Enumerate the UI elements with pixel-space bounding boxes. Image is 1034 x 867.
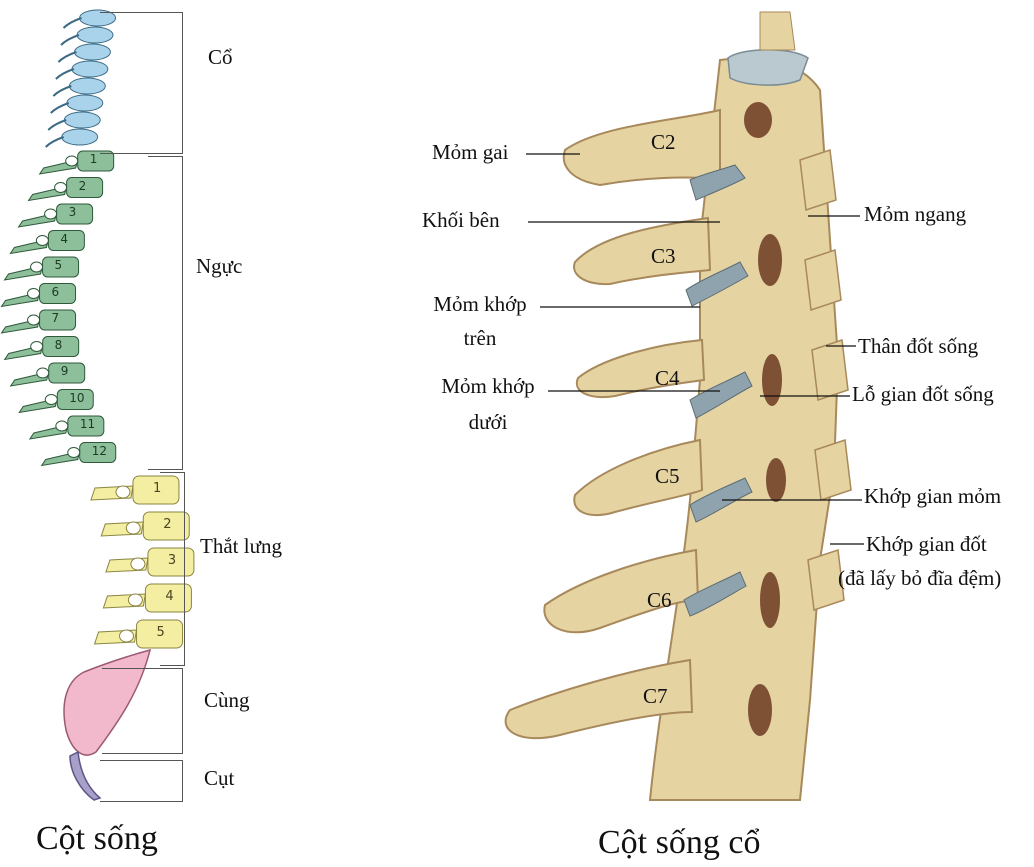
- thoracic-foramen: [56, 421, 68, 431]
- region-label-coccyx: Cụt: [204, 768, 234, 789]
- lumbar-foramen: [116, 486, 130, 498]
- bracket-sacrum: [102, 668, 183, 754]
- thoracic-number: 9: [61, 365, 69, 377]
- vertebra-label-c4: C4: [655, 368, 680, 389]
- thoracic-foramen: [28, 315, 40, 325]
- region-label-sacrum: Cùng: [204, 690, 250, 711]
- cervical-vertebra: [64, 112, 100, 128]
- thoracic-number: 4: [60, 233, 68, 245]
- transverse-process-2: [805, 250, 841, 310]
- thoracic-number: 10: [69, 392, 84, 404]
- thoracic-number: 5: [55, 259, 63, 271]
- label-facet-joint: Khớp gian mỏm: [864, 486, 1001, 507]
- label-superior-articular-2: trên: [464, 328, 497, 349]
- vertebra-label-c7: C7: [643, 686, 668, 707]
- transverse-process-1: [800, 150, 836, 210]
- transverse-process-4: [815, 440, 851, 500]
- cervical-spinous-process: [64, 18, 82, 28]
- label-lateral-mass: Khối bên: [422, 210, 500, 231]
- foramen-4: [766, 458, 786, 502]
- label-transverse-process: Mỏm ngang: [864, 204, 966, 225]
- label-superior-articular-1: Mỏm khớp: [433, 294, 526, 315]
- caption-cervical-spine: Cột sống cổ: [598, 826, 760, 860]
- label-intervertebral-joint-1: Khớp gian đốt: [866, 534, 987, 555]
- label-intervertebral-foramen: Lỗ gian đốt sống: [852, 384, 994, 405]
- lumbar-number: 4: [165, 590, 173, 603]
- thoracic-foramen: [45, 395, 57, 405]
- vertebra-label-c5: C5: [655, 466, 680, 487]
- thoracic-number: 3: [69, 206, 77, 218]
- foramen-3: [762, 354, 782, 406]
- thoracic-foramen: [68, 448, 80, 458]
- transverse-process-3: [812, 340, 848, 400]
- cervical-spinous-process: [61, 35, 79, 45]
- label-spinous-process: Mỏm gai: [432, 142, 508, 163]
- cervical-spinous-process: [46, 137, 64, 147]
- thoracic-foramen: [36, 236, 48, 246]
- thoracic-number: 7: [52, 312, 60, 324]
- cervical-vertebra: [67, 95, 103, 111]
- thoracic-number: 8: [55, 339, 63, 351]
- bracket-coccyx: [100, 760, 183, 802]
- foramen-6: [748, 684, 772, 736]
- lumbar-number: 5: [157, 626, 165, 639]
- thoracic-foramen: [28, 289, 40, 299]
- thoracic-foramen: [45, 209, 57, 219]
- thoracic-number: 2: [79, 180, 87, 192]
- region-label-thoracic: Ngực: [196, 256, 242, 277]
- foramen-5: [760, 572, 780, 628]
- cervical-vertebra: [62, 129, 98, 145]
- thoracic-number: 11: [80, 418, 95, 430]
- lumbar-foramen: [126, 522, 140, 534]
- lumbar-number: 2: [163, 518, 171, 531]
- cervical-spinous-process: [51, 103, 69, 113]
- region-label-neck: Cổ: [208, 47, 233, 68]
- dens: [760, 12, 795, 50]
- thoracic-number: 12: [92, 445, 107, 457]
- lumbar-number: 3: [168, 554, 176, 567]
- bracket-neck: [100, 12, 183, 154]
- atlas-cap: [728, 50, 808, 85]
- thoracic-number: 1: [90, 153, 98, 165]
- label-inferior-articular-1: Mỏm khớp: [441, 376, 534, 397]
- thoracic-foramen: [31, 262, 43, 272]
- thoracic-foramen: [31, 342, 43, 352]
- coccyx: [70, 752, 100, 800]
- cervical-spinous-process: [56, 69, 74, 79]
- lumbar-foramen: [120, 630, 134, 642]
- cervical-spinous-process: [48, 120, 66, 130]
- caption-spine: Cột sống: [36, 822, 158, 856]
- vertebra-label-c6: C6: [647, 590, 672, 611]
- lumbar-foramen: [128, 594, 142, 606]
- thoracic-foramen: [37, 368, 49, 378]
- foramen-1: [744, 102, 772, 138]
- foramen-2: [758, 234, 782, 286]
- vertebra-label-c3: C3: [651, 246, 676, 267]
- thoracic-number: 6: [52, 286, 60, 298]
- thoracic-foramen: [66, 156, 78, 166]
- cervical-spinous-process: [53, 86, 71, 96]
- label-vertebral-body: Thân đốt sống: [858, 336, 978, 357]
- cervical-spinous-process: [58, 52, 76, 62]
- label-intervertebral-joint-2: (đã lấy bỏ đĩa đệm): [838, 568, 1001, 589]
- bracket-thoracic: [148, 156, 183, 470]
- lumbar-number: 1: [153, 482, 161, 495]
- lumbar-foramen: [131, 558, 145, 570]
- thoracic-foramen: [55, 183, 67, 193]
- label-inferior-articular-2: dưới: [469, 412, 508, 433]
- region-label-lumbar: Thắt lưng: [200, 536, 282, 557]
- vertebra-label-c2: C2: [651, 132, 676, 153]
